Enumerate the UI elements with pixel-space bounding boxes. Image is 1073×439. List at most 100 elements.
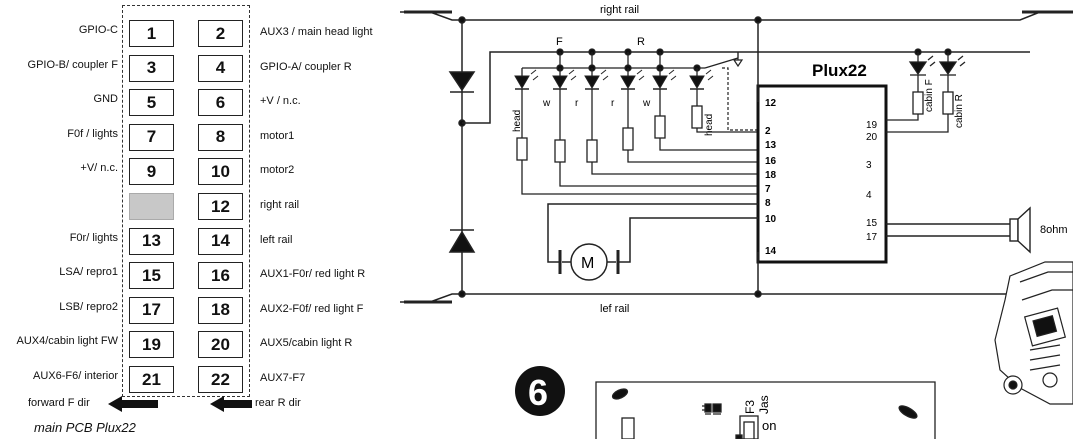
motor-label: M [581, 255, 594, 272]
pin-label-right: motor2 [260, 164, 295, 177]
pin-1: 1 [129, 20, 174, 47]
chip-pin-left: 14 [765, 246, 777, 257]
chip-pin-left: 16 [765, 156, 777, 167]
pin-label-left: LSB/ repro2 [59, 300, 118, 313]
speaker-label: 8ohm [1040, 224, 1068, 236]
pin-14: 14 [198, 227, 243, 255]
chip-pin-right: 15 [866, 218, 878, 229]
forward-direction-label: forward F dir [28, 397, 90, 409]
rear-direction-label: rear R dir [255, 397, 301, 409]
cabin-f-label: cabin F [924, 79, 935, 112]
pin-19: 19 [129, 331, 174, 359]
right-rail [400, 10, 1073, 21]
right-rail-label: right rail [600, 4, 639, 16]
motor-icon [547, 203, 758, 281]
plux22-chip [756, 84, 888, 264]
pin-label-right: +V / n.c. [260, 95, 301, 108]
pin-6: 6 [198, 89, 243, 117]
pin-16: 16 [198, 262, 243, 290]
pin-3: 3 [129, 54, 174, 82]
pin-label-left: GND [93, 93, 118, 106]
pin-18: 18 [198, 296, 243, 324]
pin-21: 21 [129, 366, 174, 393]
led-group-f-label: F [556, 36, 563, 48]
pin-12: 12 [198, 193, 243, 220]
pinout-outline [122, 5, 250, 397]
switch-label-2: Jas [757, 395, 771, 414]
chip-pin-left: 10 [765, 214, 777, 225]
pin-blank [129, 193, 174, 220]
pin-label-left: +V/ n.c. [80, 162, 118, 175]
chip-pin-right: 4 [866, 190, 872, 201]
step-number: 6 [528, 372, 548, 413]
switch-on-label: on [762, 418, 776, 433]
pin-label-right: right rail [260, 199, 300, 211]
left-rail [400, 293, 1073, 304]
pin-10: 10 [198, 158, 243, 186]
led-label: w [642, 98, 651, 109]
led-label: r [611, 98, 615, 109]
pin-8: 8 [198, 123, 243, 151]
pin-17: 17 [129, 296, 174, 324]
switch-label: F3 [743, 400, 757, 414]
led-group-r-label: R [637, 36, 645, 48]
pin-2: 2 [198, 20, 243, 47]
pin-label-right: left rail [260, 233, 293, 246]
chip-pin-left: 18 [765, 170, 777, 181]
pin-4: 4 [198, 54, 243, 82]
pin-7: 7 [129, 123, 174, 151]
pin-label-left: LSA/ repro1 [59, 266, 118, 279]
pin-label-right: GPIO-A/ coupler R [260, 60, 352, 73]
cabin-r-label: cabin R [954, 94, 965, 128]
led-labels: head w r r w head [512, 98, 715, 136]
chip-pin-left: 7 [765, 184, 771, 195]
pin-label-left: GPIO-B/ coupler F [27, 58, 118, 71]
pin-label-right: motor1 [260, 129, 295, 142]
chip-pin-right: 19 [866, 120, 878, 131]
pin-label-right: AUX2-F0f/ red light F [260, 302, 364, 315]
chip-pin-left: 8 [765, 198, 771, 209]
pin-13: 13 [129, 227, 174, 255]
pin-label-right: AUX1-F0r/ red light R [260, 268, 366, 281]
pin-22: 22 [198, 366, 243, 393]
board-outline [595, 381, 936, 439]
led-label: head [704, 114, 715, 136]
forward-arrow-icon [108, 396, 158, 412]
pin-label-right: AUX7-F7 [260, 372, 306, 384]
chip-pin-right: 3 [866, 160, 872, 171]
pin-5: 5 [129, 89, 174, 117]
chip-title: Plux22 [812, 61, 867, 80]
locomotive-drawing [994, 261, 1073, 405]
pin-20: 20 [198, 331, 243, 359]
rail-connections [754, 16, 762, 298]
pin-label-right: AUX5/cabin light R [260, 337, 353, 350]
led-resistors [516, 89, 758, 195]
rectifier-diodes [448, 16, 1030, 298]
pin-label-left: F0f / lights [67, 127, 118, 140]
pin-label-left: AUX4/cabin light FW [16, 335, 118, 348]
pin-label-left: AUX6-F6/ interior [33, 370, 118, 382]
chip-pin-left: 12 [765, 98, 777, 109]
speaker-icon [886, 206, 1031, 254]
led-label: w [542, 98, 551, 109]
chip-pin-left: 13 [765, 140, 777, 151]
pin-9: 9 [129, 158, 174, 186]
cabin-lights [886, 48, 966, 133]
headlight-switch [704, 52, 758, 131]
function-leds [522, 48, 705, 72]
step-badge [515, 366, 565, 416]
left-rail-label: lef rail [600, 303, 629, 315]
rear-arrow-icon [210, 396, 252, 412]
chip-pin-left: 2 [765, 126, 771, 137]
led-label: r [575, 98, 579, 109]
pcb-caption: main PCB Plux22 [34, 420, 136, 435]
led-label: head [512, 110, 523, 132]
chip-pin-right: 17 [866, 232, 878, 243]
pin-15: 15 [129, 262, 174, 290]
pin-label-left: F0r/ lights [69, 231, 118, 244]
chip-pin-right: 20 [866, 132, 878, 143]
pin-label-left: GPIO-C [78, 24, 118, 36]
pin-label-right: AUX3 / main head light [260, 26, 373, 38]
